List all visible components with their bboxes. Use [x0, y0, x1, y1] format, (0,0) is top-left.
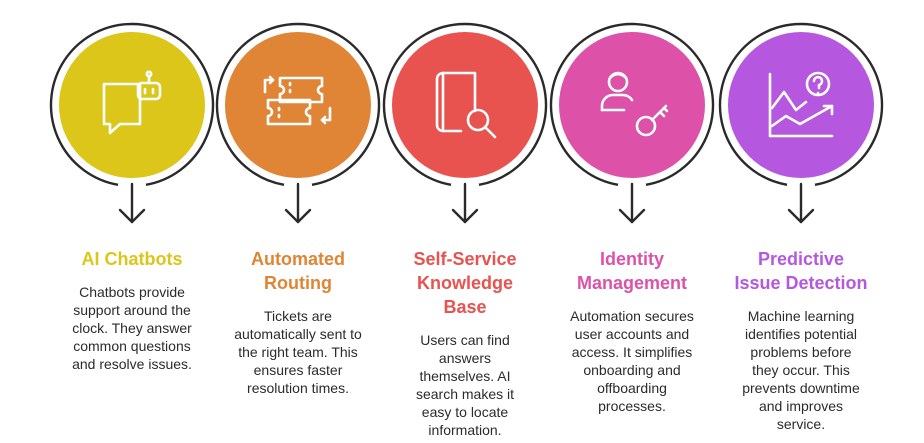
- down-arrow-icon: [787, 182, 815, 224]
- step-description: Users can find answers themselves. AI searc…: [380, 331, 550, 439]
- trend-question-icon: [768, 71, 834, 138]
- step-description-line: offboarding: [597, 380, 667, 396]
- step-description-line: processes.: [598, 398, 666, 414]
- step-title-line: Management: [576, 273, 688, 293]
- step-description-line: the right team. This: [238, 344, 358, 360]
- outline-ring: [215, 22, 381, 186]
- step-description-line: ensures faster: [253, 362, 343, 378]
- step-description: Chatbots provide support around the clock.…: [47, 283, 217, 373]
- outline-ring: [382, 22, 548, 186]
- step-title-line: Predictive: [757, 249, 845, 269]
- step-title-line: Routing: [264, 273, 332, 293]
- step-title-line: Identity: [599, 249, 664, 269]
- ticket-routing-icon: [263, 75, 332, 126]
- user-key-icon: [600, 71, 669, 137]
- down-arrow-icon: [618, 182, 646, 224]
- step-description-line: identifies potential: [744, 326, 858, 342]
- step-description-line: clock. They answer: [72, 320, 192, 336]
- chatbot-icon: [102, 70, 162, 135]
- step-description-line: Chatbots provide: [79, 284, 185, 300]
- down-arrows: [118, 182, 815, 224]
- step-description-line: Users can find: [420, 332, 510, 348]
- step-description: Automation secures user accounts and acces…: [547, 307, 717, 415]
- step-description-line: easy to locate: [421, 404, 509, 420]
- step-description-line: they occur. This: [752, 362, 850, 378]
- step-title-line: Base: [443, 297, 487, 317]
- step-title-line: Knowledge: [416, 273, 513, 293]
- down-arrow-icon: [118, 182, 146, 224]
- outline-ring: [549, 22, 715, 186]
- step-description-line: service.: [776, 416, 826, 432]
- down-arrow-icon: [451, 182, 479, 224]
- step-description-line: and improves: [758, 398, 844, 414]
- step-description-line: Automation secures: [570, 308, 694, 324]
- outline-ring: [718, 22, 884, 186]
- step-disc: [392, 32, 538, 178]
- step-description-line: access. It simplifies: [571, 344, 693, 360]
- step-description-line: Tickets are: [264, 308, 332, 324]
- step-description-line: information.: [428, 422, 502, 438]
- step-description-line: automatically sent to: [234, 326, 362, 342]
- step-title-line: AI Chatbots: [81, 249, 183, 269]
- step-disc: [559, 32, 705, 178]
- step-description-line: resolution times.: [247, 380, 349, 396]
- step-title-line: Issue Detection: [734, 273, 868, 293]
- step-title-line: Automated: [251, 249, 345, 269]
- step-description-line: and resolve issues.: [72, 356, 192, 372]
- outline-ring: [49, 22, 215, 186]
- step-description-line: prevents downtime: [742, 380, 860, 396]
- step-description-line: support around the: [73, 302, 191, 318]
- step-disc: [225, 32, 371, 178]
- down-arrow-icon: [284, 182, 312, 224]
- step-title: AI Chatbots: [47, 247, 217, 271]
- step-description: Tickets are automatically sent to the righ…: [213, 307, 383, 397]
- step-description-line: themselves. AI: [419, 368, 511, 384]
- step-description-line: answers: [438, 350, 492, 366]
- step-title-line: Self-Service: [413, 249, 517, 269]
- step-description: Machine learning identifies potential prob…: [716, 307, 886, 433]
- colored-discs: [59, 32, 874, 178]
- book-search-icon: [435, 71, 497, 139]
- step-description-line: problems before: [750, 344, 852, 360]
- step-description-line: user accounts and: [574, 326, 690, 342]
- step-description-line: common questions: [73, 338, 191, 354]
- step-description-line: search makes it: [415, 386, 515, 402]
- step-description-line: onboarding and: [583, 362, 681, 378]
- step-description-line: Machine learning: [747, 308, 855, 324]
- outline-rings: [49, 22, 884, 186]
- step-disc: [59, 32, 205, 178]
